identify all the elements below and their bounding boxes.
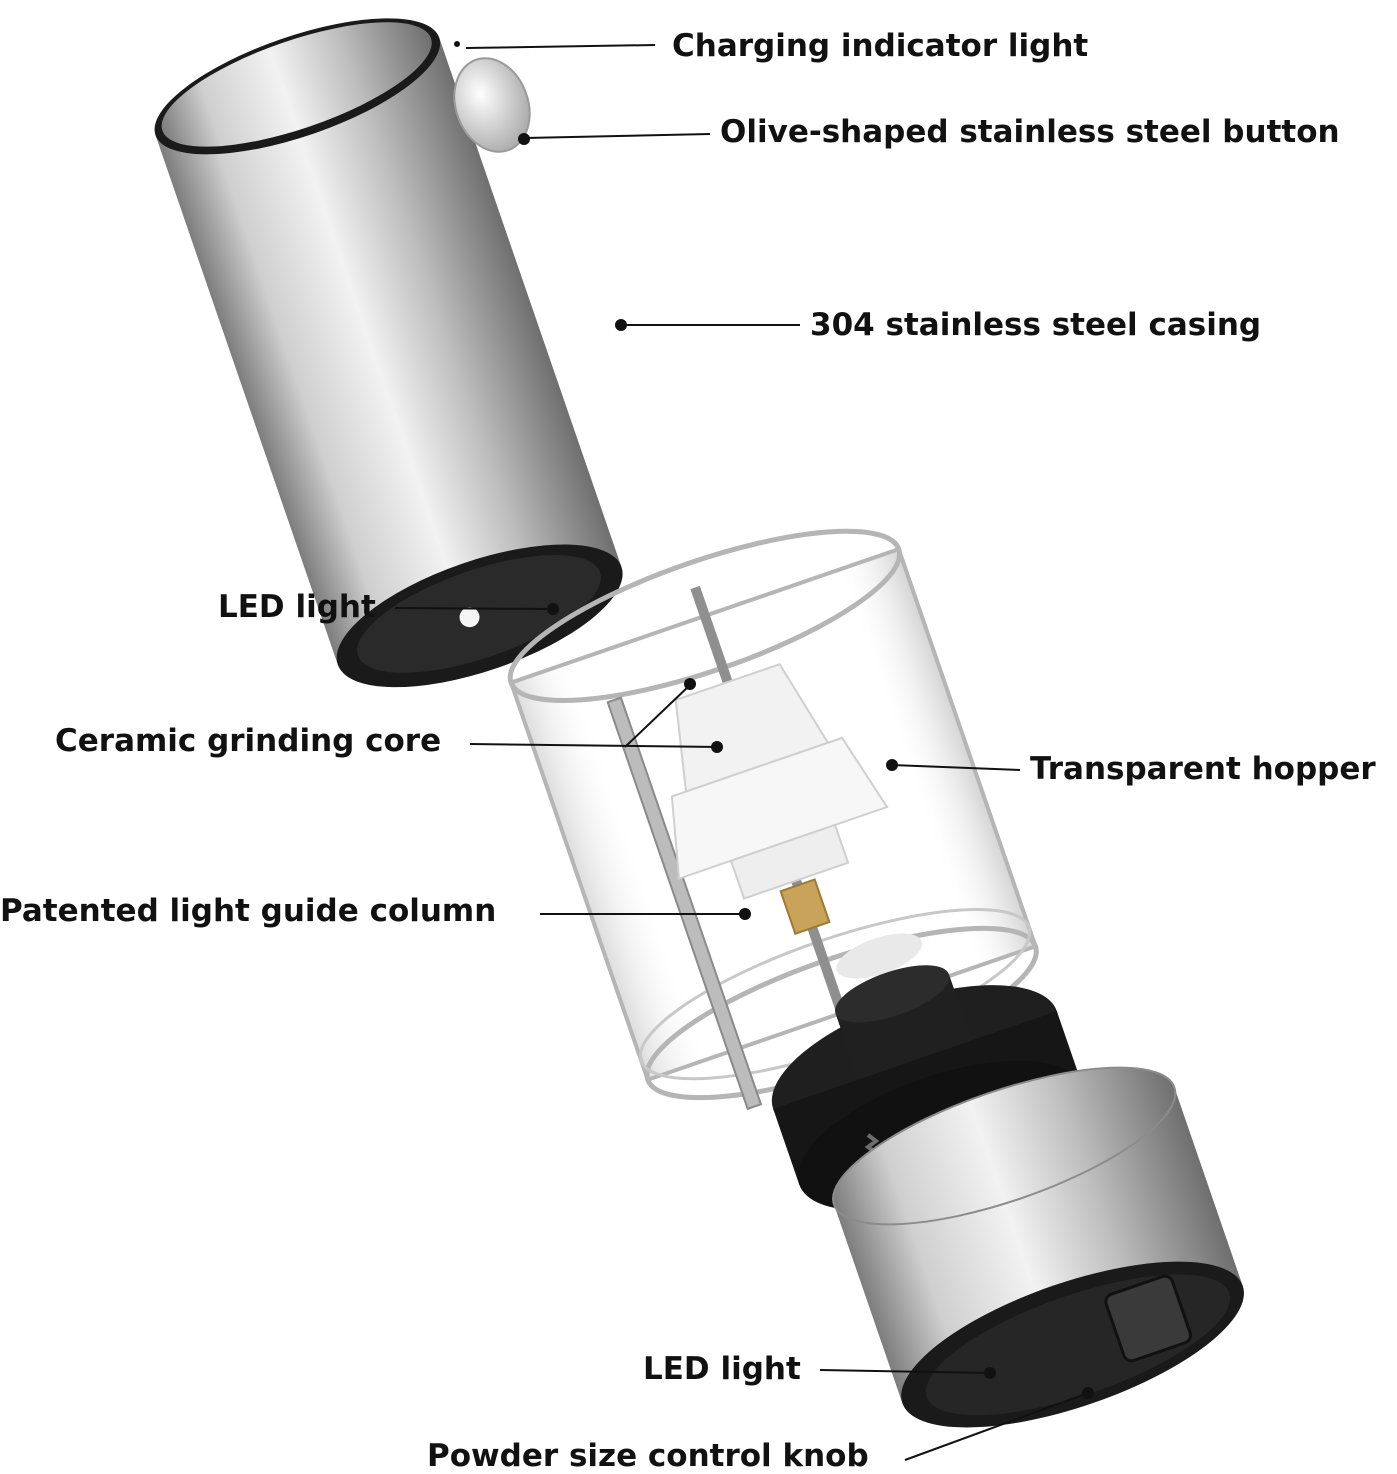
label-powder-knob: Powder size control knob [427, 1438, 869, 1474]
label-casing: 304 stainless steel casing [810, 307, 1262, 343]
olive-button [453, 57, 531, 153]
label-led-light-top: LED light [218, 589, 376, 625]
leader-dots [454, 41, 1094, 1399]
label-light-guide-column: Patented light guide column [0, 893, 497, 929]
label-charging-indicator-light: Charging indicator light [672, 28, 1089, 64]
label-olive-button: Olive-shaped stainless steel button [720, 114, 1340, 150]
leader-lines [394, 44, 1089, 1461]
label-ceramic-core: Ceramic grinding core [55, 723, 442, 759]
label-transparent-hopper: Transparent hopper [1030, 751, 1376, 787]
bottom-steel-cap [832, 1066, 1244, 1428]
top-steel-body [154, 18, 623, 688]
label-led-light-bottom: LED light [643, 1351, 801, 1387]
